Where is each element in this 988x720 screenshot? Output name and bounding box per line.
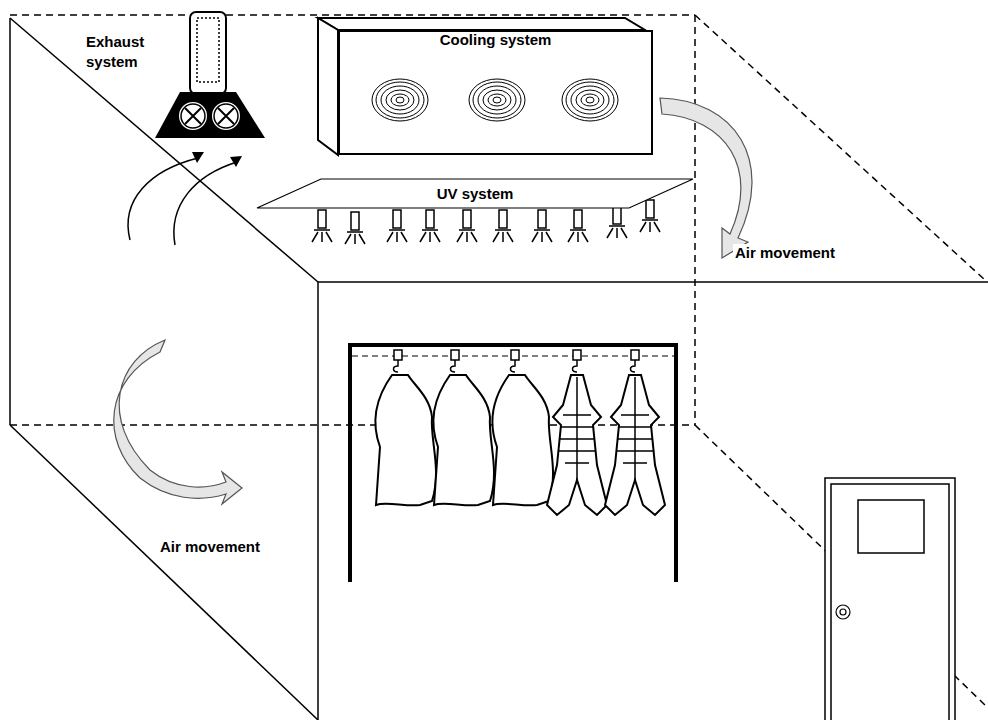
uv-panel: UV system xyxy=(255,178,695,209)
component-label: Exhaust system xyxy=(86,32,166,71)
exhaust-caption: Exhaust system xyxy=(86,32,166,76)
component-label: Cooling system xyxy=(340,32,651,49)
flow-label: Air movement xyxy=(158,538,262,555)
flow-label: Air movement xyxy=(733,244,837,261)
cooling-unit: Cooling system xyxy=(338,30,653,155)
uv-plate-outline xyxy=(257,179,693,208)
component-label: UV system xyxy=(437,184,514,204)
